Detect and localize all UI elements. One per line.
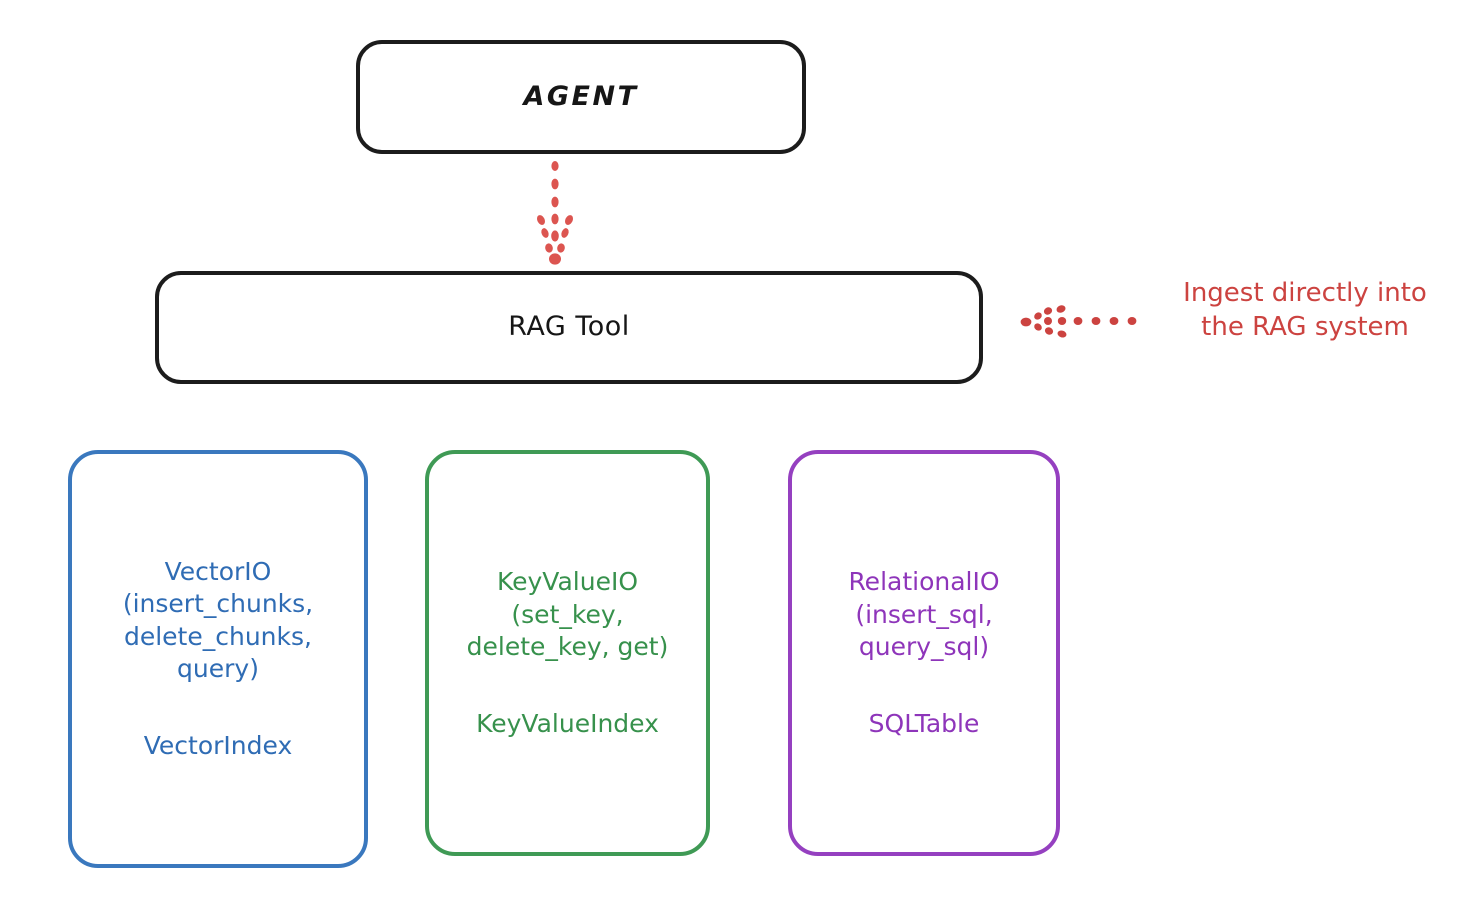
key-value-io-index-label: KeyValueIndex xyxy=(476,708,659,738)
rag-tool-node[interactable]: RAG Tool xyxy=(155,271,983,384)
relational-io-index-label: SQLTable xyxy=(868,708,980,738)
relational-io-node[interactable]: RelationalIO (insert_sql, query_sql) SQL… xyxy=(788,450,1060,856)
vector-io-node[interactable]: VectorIO (insert_chunks, delete_chunks, … xyxy=(68,450,368,868)
vector-io-api-label: VectorIO (insert_chunks, delete_chunks, … xyxy=(122,556,314,684)
ingest-annotation-text: Ingest directly into the RAG system xyxy=(1183,278,1427,342)
relational-io-api-label: RelationalIO (insert_sql, query_sql) xyxy=(848,567,1000,661)
key-value-io-api-label: KeyValueIO (set_key, delete_key, get) xyxy=(466,567,669,661)
rag-tool-node-label: RAG Tool xyxy=(508,311,630,343)
key-value-io-node[interactable]: KeyValueIO (set_key, delete_key, get) Ke… xyxy=(425,450,710,856)
agent-node[interactable]: AGENT xyxy=(356,40,806,154)
agent-node-label: AGENT xyxy=(523,80,639,112)
vector-io-index-label: VectorIndex xyxy=(143,730,293,760)
ingest-arrow-icon xyxy=(1020,305,1137,338)
agent-to-rag-tool-arrow-icon xyxy=(536,161,574,265)
